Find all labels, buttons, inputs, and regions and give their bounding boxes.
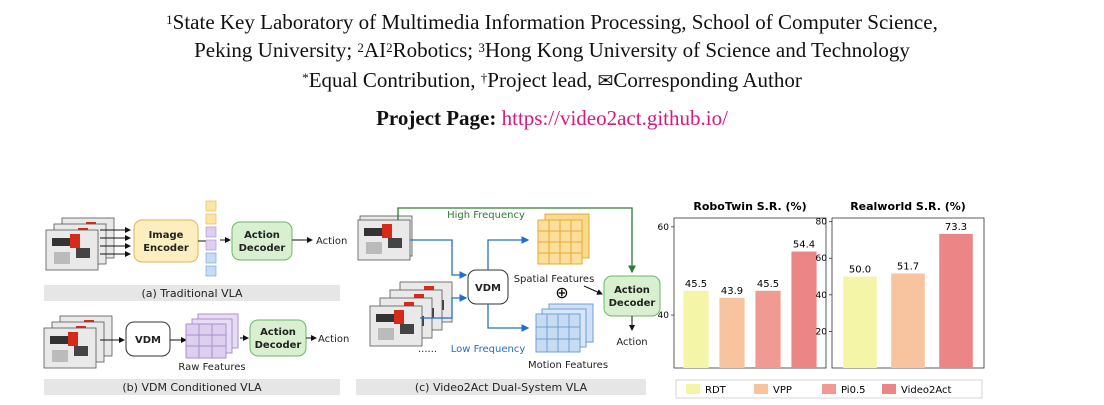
bar-rdt <box>683 290 709 368</box>
legend-label: Video2Act <box>901 385 952 396</box>
bar-vpp <box>891 273 925 368</box>
motion-features-grid <box>535 303 594 353</box>
raw-features-grid <box>185 313 239 359</box>
chart-1: RoboTwin S.R. (%) 40 60 45.5 43.9 45.5 54.4 <box>658 200 827 369</box>
project-page-link[interactable]: https://video2act.github.io/ <box>501 106 728 130</box>
chart-title: Realworld S.R. (%) <box>850 200 966 213</box>
contrib-text-b: Project lead, <box>487 68 598 92</box>
action-label-a: Action <box>316 236 347 247</box>
bar-value-label: 43.9 <box>721 286 743 297</box>
panel-a: Image Encoder Action Decoder Action (a) … <box>44 200 347 301</box>
figure: Image Encoder Action Decoder Action (a) … <box>43 200 985 399</box>
caption-bar-c <box>356 379 646 395</box>
affiliation-line-1: 1State Key Laboratory of Multimedia Info… <box>0 8 1104 36</box>
legend-swatch-vpp <box>754 384 768 394</box>
panel-c: High Frequency ...... VDM Spatial Featur… <box>356 207 661 395</box>
caption-bar-a <box>44 285 340 301</box>
y-tick-label: 40 <box>816 291 828 301</box>
action-decoder-a-label-2: Decoder <box>239 243 286 254</box>
action-label-c: Action <box>616 337 647 348</box>
spatial-features-label: Spatial Features <box>514 274 595 285</box>
vdm-label-b: VDM <box>135 335 161 346</box>
y-tick-label: 60 <box>658 223 670 233</box>
action-decoder-box-a <box>231 221 293 261</box>
aff-sup-2: 2 <box>357 40 364 55</box>
star-mark: * <box>302 70 309 85</box>
chart-2: Realworld S.R. (%) 20 40 60 80 50.0 51.7 73.3 <box>816 200 985 369</box>
y-tick-label: 60 <box>816 254 828 264</box>
y-tick-label: 20 <box>816 327 828 337</box>
bar-value-label: 54.4 <box>793 240 815 251</box>
bar-value-label: 45.5 <box>685 279 707 290</box>
aff-sup-1: 1 <box>166 12 173 27</box>
image-encoder-box <box>133 219 199 263</box>
legend-label: RDT <box>705 385 727 396</box>
action-decoder-b-label-2: Decoder <box>255 340 302 351</box>
aff-ai: AI <box>363 38 387 62</box>
legend-swatch-rdt <box>686 384 700 394</box>
y-tick-label: 40 <box>658 311 670 321</box>
contrib-text-c: Corresponding Author <box>613 68 802 92</box>
aff-text-1: State Key Laboratory of Multimedia Infor… <box>172 10 938 34</box>
caption-a: (a) Traditional VLA <box>141 287 242 300</box>
contribution-line: *Equal Contribution, †Project lead, ✉Cor… <box>0 66 1104 96</box>
dagger-mark: † <box>480 70 488 85</box>
aff-text-2c: Hong Kong University of Science and Tech… <box>484 38 910 62</box>
action-decoder-box-c <box>603 275 661 317</box>
legend: RDT VPP Pi0.5 Video2Act <box>675 379 983 399</box>
motion-features-label: Motion Features <box>528 360 608 371</box>
frames-dots: ...... <box>418 344 437 355</box>
image-encoder-label-1: Image <box>149 230 184 241</box>
project-page-label: Project Page: <box>376 106 497 130</box>
low-frequency-label: Low Frequency <box>451 344 526 355</box>
spatial-features-grid <box>537 213 590 265</box>
contrib-text-a: Equal Contribution, <box>308 68 481 92</box>
affiliation-line-2: Peking University; 2AI2Robotics; 3Hong K… <box>0 36 1104 64</box>
caption-bar-b <box>44 379 340 395</box>
high-frequency-label: High Frequency <box>447 210 525 221</box>
caption-b: (b) VDM Conditioned VLA <box>122 381 262 394</box>
project-page-line: Project Page: https://video2act.github.i… <box>0 106 1104 131</box>
action-decoder-b-label-1: Action <box>260 327 296 338</box>
bar-value-label: 73.3 <box>945 222 967 233</box>
aff-sup-2b: 2 <box>386 40 393 55</box>
legend-swatch-pi05 <box>822 384 836 394</box>
envelope-icon: ✉ <box>597 71 614 92</box>
action-decoder-c-label-2: Decoder <box>609 298 656 309</box>
panel-b: VDM Raw Features Action Decoder Action (… <box>43 313 349 395</box>
plus-circle-icon: ⊕ <box>555 283 568 302</box>
vdm-label-c: VDM <box>475 283 501 294</box>
aff-text-2b: Robotics; <box>392 38 479 62</box>
chart-title: RoboTwin S.R. (%) <box>693 200 806 213</box>
aff-sup-3: 3 <box>478 40 485 55</box>
vdm-box-b <box>125 321 171 357</box>
bar-pi05 <box>755 290 781 368</box>
token-stack-a <box>205 200 217 277</box>
legend-swatch-video2act <box>882 384 896 394</box>
bar-video2act <box>939 233 973 368</box>
action-label-b: Action <box>318 334 349 345</box>
charts: RoboTwin S.R. (%)406045.543.945.554.4Rea… <box>658 200 985 369</box>
caption-c: (c) Video2Act Dual-System VLA <box>415 381 588 394</box>
raw-features-label: Raw Features <box>178 362 245 373</box>
bar-rdt <box>843 276 877 368</box>
bar-vpp <box>719 297 745 368</box>
legend-label: Pi0.5 <box>841 385 866 396</box>
y-tick-label: 80 <box>816 218 828 228</box>
bar-video2act <box>791 251 817 368</box>
legend-label: VPP <box>773 385 792 396</box>
bar-value-label: 50.0 <box>849 265 871 276</box>
action-decoder-c-label-1: Action <box>614 285 650 296</box>
bar-value-label: 51.7 <box>897 261 919 272</box>
aff-text-2a: Peking University; <box>194 38 358 62</box>
image-encoder-label-2: Encoder <box>143 243 189 254</box>
action-decoder-a-label-1: Action <box>244 230 280 241</box>
bar-value-label: 45.5 <box>757 279 779 290</box>
